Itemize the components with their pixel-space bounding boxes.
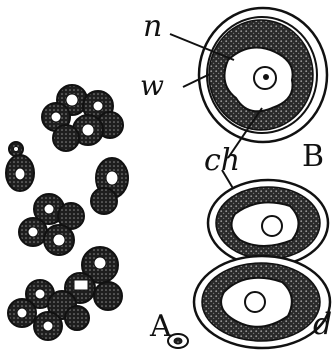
- cell-cluster-bottom: [8, 247, 122, 340]
- label-chloroplast: ch: [204, 146, 240, 176]
- cell-cluster-middle: [19, 194, 84, 255]
- label-group-b: B: [302, 142, 324, 172]
- label-nucleus: n: [143, 12, 162, 42]
- cell-pair-right: [91, 158, 128, 214]
- cell-cluster-top: [42, 85, 123, 151]
- label-wall: w: [140, 72, 164, 100]
- label-group-a: A: [150, 312, 172, 342]
- label-group-d: d: [313, 310, 332, 340]
- cell-b: [170, 8, 327, 210]
- cell-d: [194, 180, 330, 348]
- budding-cell: [6, 142, 34, 191]
